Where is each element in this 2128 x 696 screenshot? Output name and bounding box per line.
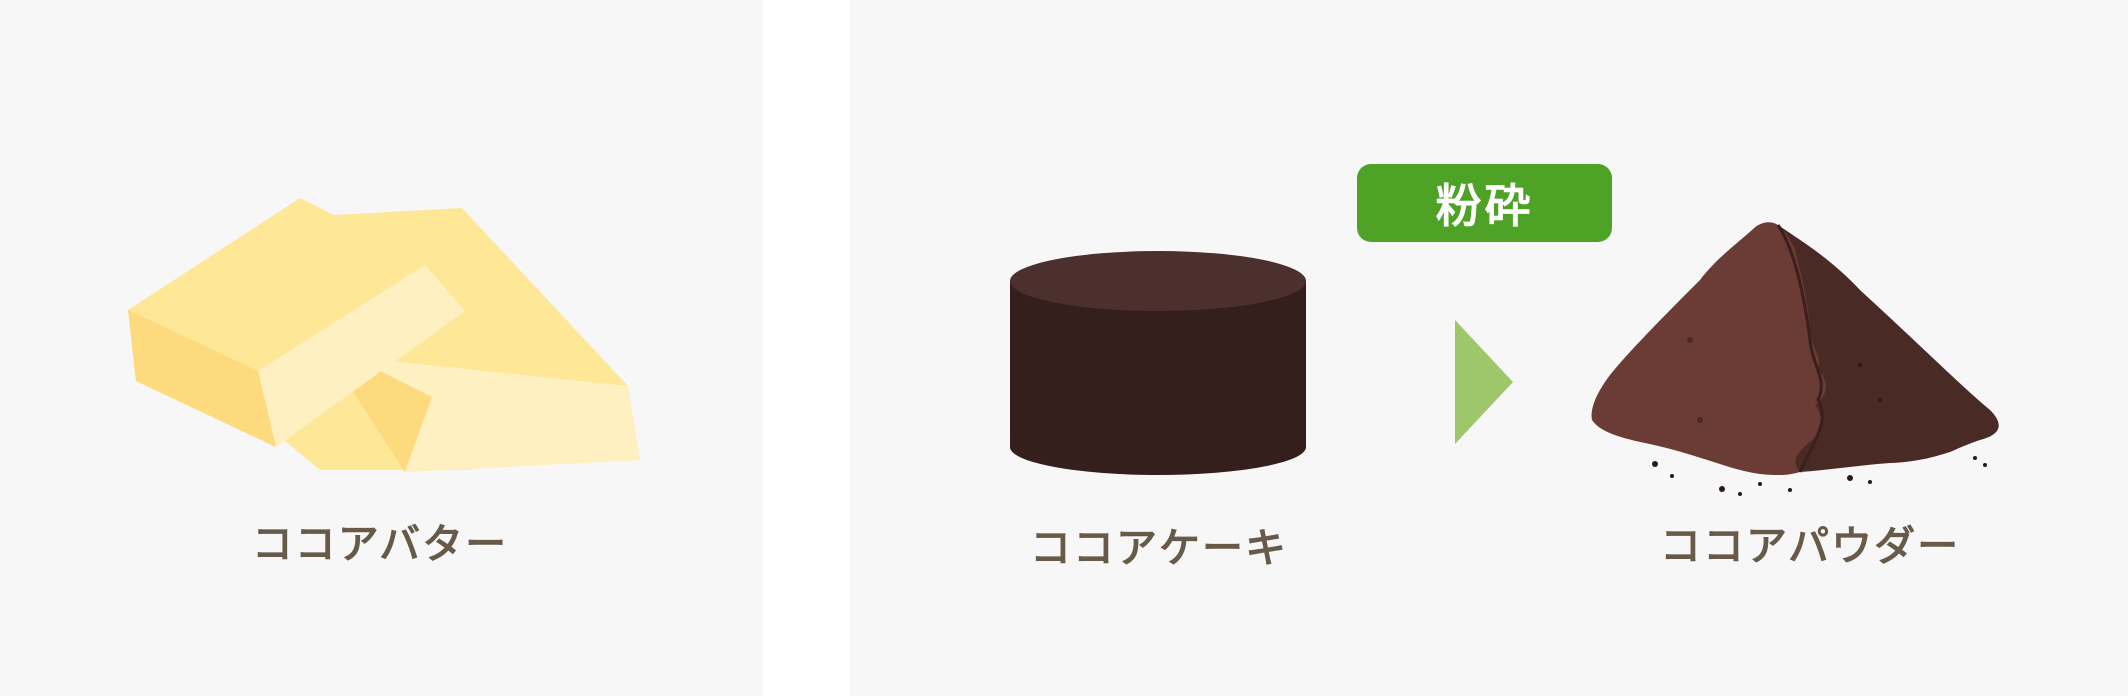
powder-label: ココアパウダー: [1660, 522, 1961, 570]
butter-icon: [128, 198, 640, 472]
process-badge: 粉砕: [1357, 164, 1612, 242]
arrow-right-icon: [1455, 320, 1513, 444]
butter-label: ココアバター: [251, 520, 509, 568]
cake-label: ココアケーキ: [1030, 524, 1288, 572]
